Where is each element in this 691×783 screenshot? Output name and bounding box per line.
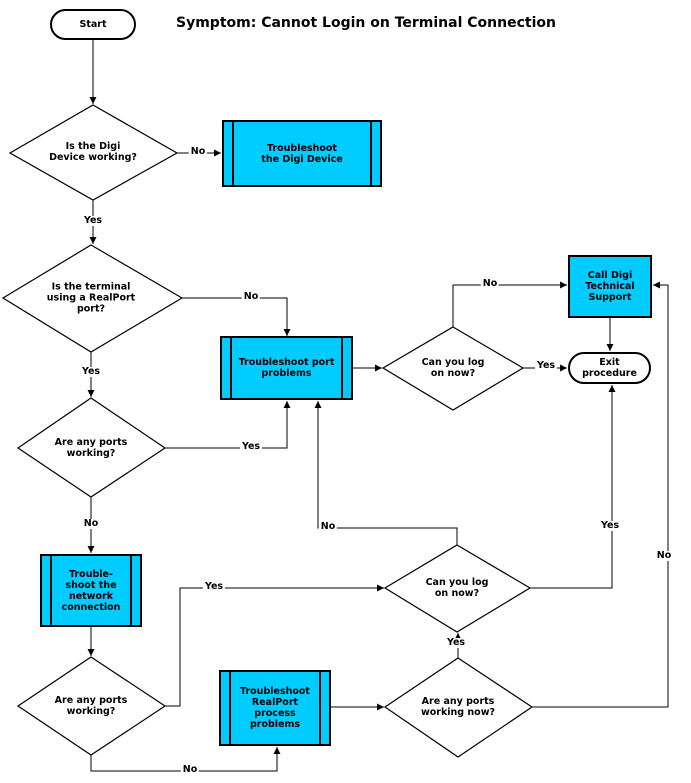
decision-label-are-any-ports-working-mid: Are any ports working? bbox=[54, 437, 128, 459]
decision-label-can-you-log-on-mid: Can you log on now? bbox=[425, 577, 489, 599]
process-side-bar bbox=[341, 338, 343, 398]
process-side-bar bbox=[230, 338, 232, 398]
flow-connectors bbox=[87, 40, 669, 772]
decision-label-are-any-ports-working-now: Are any ports working now? bbox=[420, 696, 495, 718]
connector-ports-now-no bbox=[532, 281, 669, 708]
edge-label-digi-yes: Yes bbox=[81, 215, 105, 226]
process-label: Troubleshoot RealPort process problems bbox=[240, 686, 310, 730]
connector-realport-no bbox=[182, 297, 291, 336]
process-troubleshoot-digi-device: Troubleshoot the Digi Device bbox=[222, 120, 382, 187]
process-side-bar bbox=[370, 122, 372, 185]
edge-label-realport-no: No bbox=[241, 291, 261, 302]
edge-label-logon-mid-yes: Yes bbox=[598, 520, 622, 531]
decision-label-are-any-ports-working-bottom: Are any ports working? bbox=[54, 695, 128, 717]
decision-diamonds bbox=[1, 104, 534, 758]
process-label: Troubleshoot the Digi Device bbox=[261, 142, 343, 165]
start-terminator: Start bbox=[50, 9, 136, 40]
connector-logon-top-no bbox=[452, 281, 567, 327]
process-troubleshoot-port-problems: Troubleshoot port problems bbox=[220, 336, 353, 400]
process-side-bar bbox=[50, 556, 52, 625]
decision-label-is-terminal-using-realport: Is the terminal using a RealPort port? bbox=[46, 281, 136, 315]
decision-are-any-ports-working-bottom bbox=[16, 656, 167, 756]
connector-logon-mid-no bbox=[314, 401, 458, 545]
connector-ports-bottom-yes bbox=[165, 584, 384, 707]
process-label: Troubleshoot port problems bbox=[238, 357, 335, 379]
process-side-bar bbox=[130, 556, 132, 625]
edge-label-ports-now-yes: Yes bbox=[444, 637, 468, 648]
process-side-bar bbox=[319, 672, 321, 744]
decision-are-any-ports-working-now bbox=[383, 657, 534, 758]
edge-label-logon-mid-no: No bbox=[318, 521, 338, 532]
edge-label-logon-top-yes: Yes bbox=[534, 360, 558, 371]
connector-logon-mid-yes bbox=[530, 385, 616, 589]
process-label: Trouble- shoot the network connection bbox=[61, 568, 121, 613]
edge-label-digi-no: No bbox=[188, 146, 208, 157]
edge-label-realport-yes: Yes bbox=[79, 366, 103, 377]
connector-ports-mid-yes bbox=[165, 401, 291, 449]
decision-can-you-log-on-mid bbox=[383, 544, 532, 633]
decision-is-digi-device-working bbox=[8, 104, 179, 201]
process-side-bar bbox=[229, 672, 231, 744]
page-title: Symptom: Cannot Login on Terminal Connec… bbox=[176, 15, 556, 31]
edge-label-ports-mid-no: No bbox=[81, 518, 101, 529]
process-troubleshoot-realport-process: Troubleshoot RealPort process problems bbox=[219, 670, 331, 746]
process-troubleshoot-network-connection: Trouble- shoot the network connection bbox=[40, 554, 142, 627]
decision-are-any-ports-working-mid bbox=[16, 397, 167, 498]
edge-label-ports-bottom-no: No bbox=[180, 764, 200, 775]
exit-procedure-terminator: Exit procedure bbox=[568, 352, 651, 384]
edge-label-ports-bottom-yes: Yes bbox=[202, 581, 226, 592]
decision-label-is-digi-device-working: Is the Digi Device working? bbox=[49, 141, 137, 163]
process-call-digi-technical-support: Call Digi Technical Support bbox=[568, 255, 652, 318]
edge-label-ports-mid-yes: Yes bbox=[239, 441, 263, 452]
edge-label-ports-now-no: No bbox=[654, 550, 674, 561]
decision-label-can-you-log-on-top: Can you log on now? bbox=[421, 357, 485, 379]
process-side-bar bbox=[232, 122, 234, 185]
decision-is-terminal-using-realport bbox=[1, 244, 184, 353]
process-label: Call Digi Technical Support bbox=[585, 270, 635, 303]
edge-label-logon-top-no: No bbox=[480, 278, 500, 289]
decision-can-you-log-on-top bbox=[381, 326, 525, 411]
